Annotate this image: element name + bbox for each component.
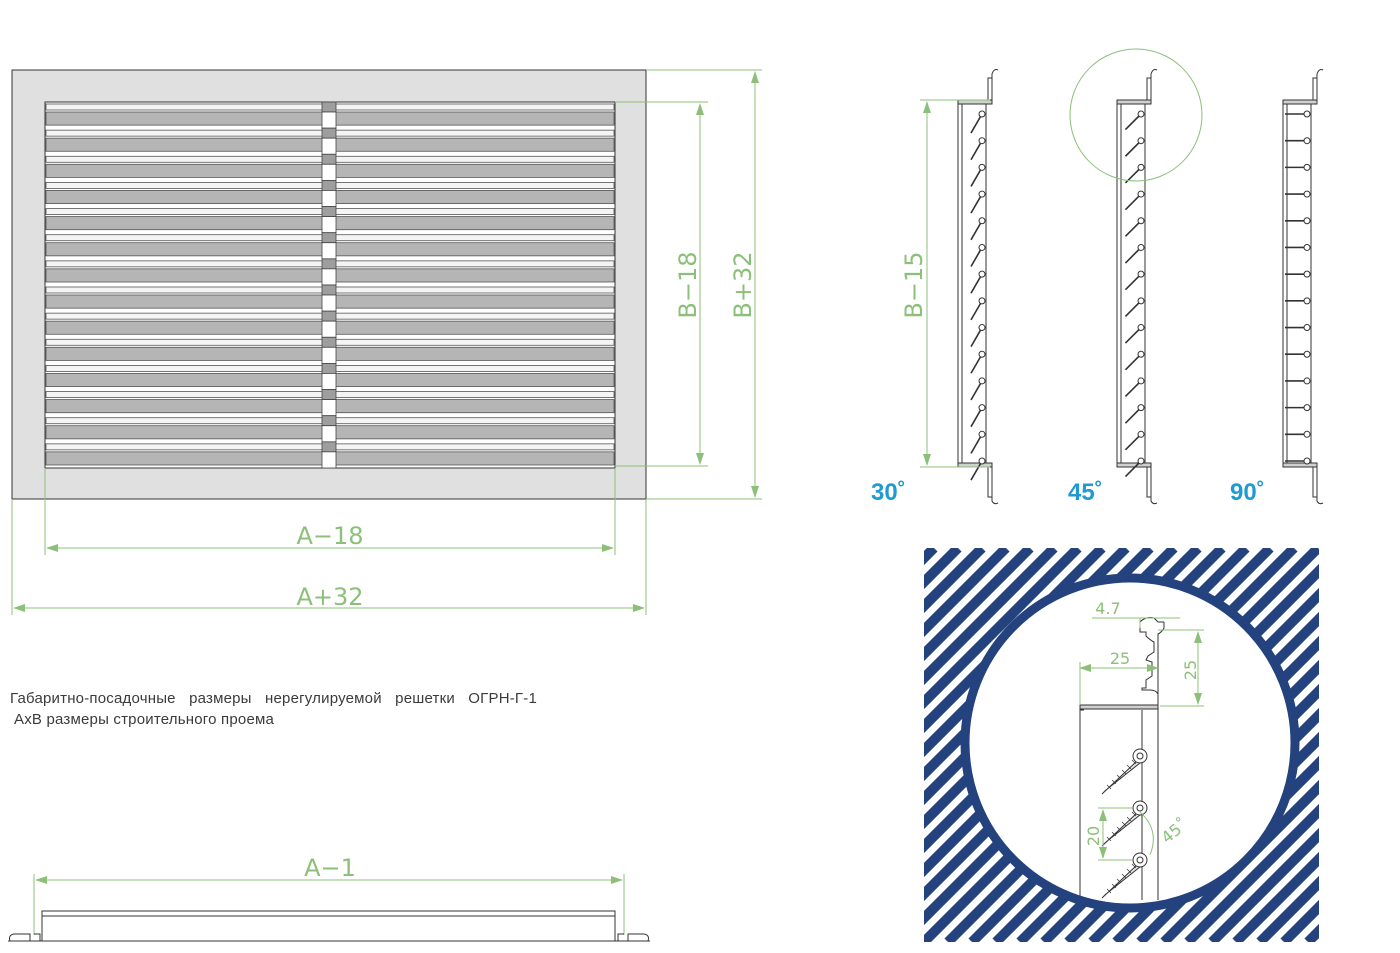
section-blade [1285, 324, 1311, 332]
blade-row [45, 153, 615, 181]
section-dimension [920, 99, 990, 468]
blade-row [45, 336, 615, 364]
front-dimensions [11, 69, 762, 615]
angle-label-45: 45˚ [1068, 479, 1103, 506]
section-view-90 [1282, 69, 1324, 505]
angle-label-30: 30˚ [871, 479, 906, 506]
section-view-45 [1116, 69, 1158, 505]
blade-row [45, 258, 615, 286]
section-blade [1124, 324, 1145, 344]
section-blade [970, 457, 986, 481]
detail-blade [1101, 748, 1148, 795]
section-blade [970, 297, 986, 321]
section-blade [1285, 457, 1311, 465]
bottom-profile [8, 874, 650, 942]
section-blade [1124, 377, 1145, 398]
section-blade [1285, 270, 1311, 278]
detail-blade [1101, 852, 1148, 899]
detail-circle-fill [965, 578, 1295, 908]
blade-row [45, 310, 615, 338]
section-blade [1285, 163, 1311, 171]
blade-row [45, 363, 615, 390]
detail-view: 4.7 25 25 20 45˚ [924, 548, 1319, 942]
blade-row [45, 415, 615, 443]
detail-dim-flange: 4.7 [1095, 599, 1120, 618]
caption-subtitle: AxB размеры строительного проема [14, 711, 275, 728]
front-view [11, 69, 647, 500]
detail-dim-height: 25 [1181, 660, 1200, 680]
section-blade [1124, 457, 1145, 478]
section-blade [970, 377, 986, 401]
section-blade [1124, 404, 1145, 424]
section-blade [1124, 430, 1145, 451]
detail-dim-pitch: 20 [1084, 826, 1103, 846]
section-view-30 [957, 69, 999, 505]
section-blade [970, 350, 986, 374]
side-sections [957, 69, 1324, 505]
blade-row [45, 180, 615, 207]
dim-outer-height: B+32 [729, 251, 757, 318]
section-blade [970, 163, 986, 187]
section-blade [970, 137, 986, 161]
section-blade [1285, 110, 1311, 118]
section-blade [1124, 297, 1145, 317]
section-blade [1285, 297, 1311, 305]
blade-row [45, 441, 615, 469]
blade-rows [45, 101, 615, 469]
section-blade [1285, 217, 1311, 225]
section-blade [1124, 350, 1145, 371]
section-blade [1285, 137, 1311, 145]
dim-inner-height: B−18 [674, 251, 702, 318]
section-blade [1285, 350, 1311, 358]
dim-bottom-width: A−1 [304, 854, 356, 882]
section-blade [970, 190, 986, 214]
blade-row [45, 206, 615, 234]
dim-outer-width: A+32 [296, 583, 363, 611]
detail-callout-circle [1069, 48, 1203, 182]
dim-inner-width: A−18 [296, 522, 363, 550]
section-blade [970, 110, 986, 134]
section-blade [970, 270, 986, 294]
blade-row [45, 284, 615, 312]
blade-row [45, 232, 615, 260]
section-blade [1285, 377, 1311, 385]
detail-dim-depth: 25 [1110, 649, 1130, 668]
section-blade [1124, 190, 1145, 211]
section-blade [1285, 190, 1311, 198]
section-blade [1124, 137, 1145, 157]
section-blade [970, 243, 986, 267]
blade-row [45, 127, 615, 155]
section-blade [1285, 243, 1311, 251]
section-blade [1124, 217, 1145, 237]
section-blade [1124, 243, 1145, 264]
section-blade [970, 324, 986, 347]
section-blade [970, 430, 986, 454]
detail-circle-ring [960, 573, 1300, 913]
caption-title: Габаритно-посадочные размеры нерегулируе… [10, 690, 537, 707]
section-blade [1285, 404, 1311, 412]
caption: Габаритно-посадочные размеры нерегулируе… [10, 688, 537, 730]
section-blade [970, 217, 986, 241]
blade-row [45, 389, 615, 417]
blade-row [45, 101, 615, 129]
section-blade [1124, 110, 1145, 131]
angle-label-90: 90˚ [1230, 479, 1265, 506]
dim-side-height: B−15 [900, 251, 928, 318]
section-blade [1285, 430, 1311, 438]
section-blade [970, 404, 986, 428]
section-blade [1124, 270, 1145, 291]
